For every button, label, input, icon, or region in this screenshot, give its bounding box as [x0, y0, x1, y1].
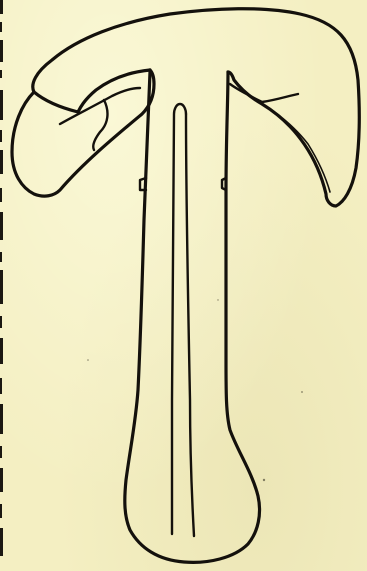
left-lobe-inner-line	[60, 88, 140, 124]
central-groove-left	[172, 104, 186, 534]
crossbar-outline	[33, 9, 360, 206]
left-lobe-fold-line	[93, 100, 107, 150]
central-groove-right	[186, 114, 194, 536]
right-lobe-fold-line	[262, 104, 330, 192]
